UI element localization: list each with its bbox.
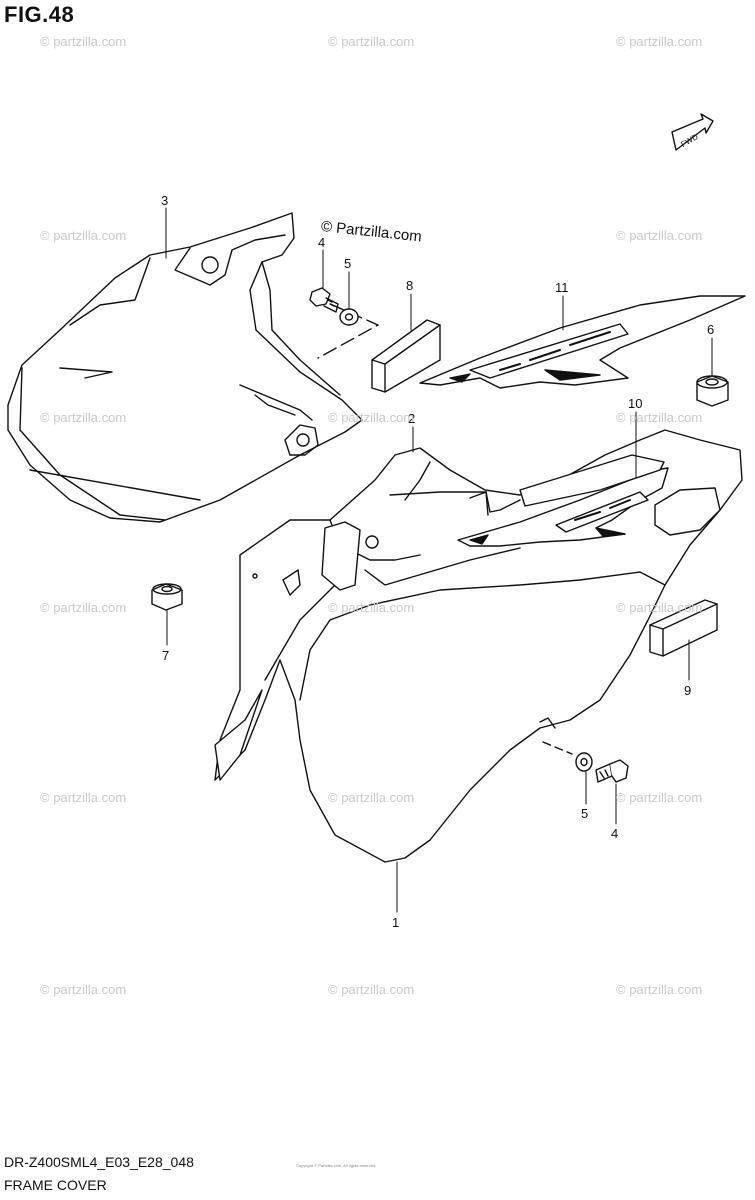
part-11-emblem-decal <box>419 295 746 389</box>
part-9-pad <box>649 599 718 657</box>
part-6-grommet <box>696 375 729 407</box>
fine-print: Copyright © Partzilla.com. All rights re… <box>296 1163 377 1168</box>
callout-5-lower: 5 <box>581 806 588 821</box>
part-5-washer-upper <box>339 308 359 326</box>
part-4-bolt-lower <box>595 759 629 783</box>
callout-7: 7 <box>162 648 169 663</box>
part-2-bracket <box>389 491 521 516</box>
part-3-frame-cover-left <box>7 212 363 523</box>
part-1-frame-cover-main <box>214 429 743 863</box>
callout-4-upper: 4 <box>318 235 325 250</box>
callout-11: 11 <box>555 280 569 295</box>
part-4-bolt-upper <box>309 287 339 313</box>
callout-4-lower: 4 <box>611 826 618 841</box>
part-7-grommet <box>151 583 183 611</box>
callout-1: 1 <box>392 915 399 930</box>
fwd-arrow-icon: FWD <box>671 113 714 151</box>
part-5-washer-lower <box>575 752 593 772</box>
callout-3: 3 <box>161 193 168 208</box>
figure-title: FIG.48 <box>4 2 75 27</box>
part-10-emblem-decal <box>457 454 669 547</box>
part-8-pad <box>371 319 441 393</box>
callout-8: 8 <box>406 278 413 293</box>
diagram-name: FRAME COVER <box>4 1177 107 1193</box>
callout-9: 9 <box>684 683 691 698</box>
diagram-code: DR-Z400SML4_E03_E28_048 <box>4 1154 194 1170</box>
callout-10: 10 <box>628 396 642 411</box>
callout-5-upper: 5 <box>344 256 351 271</box>
callout-6: 6 <box>707 322 714 337</box>
callout-2: 2 <box>408 411 415 426</box>
